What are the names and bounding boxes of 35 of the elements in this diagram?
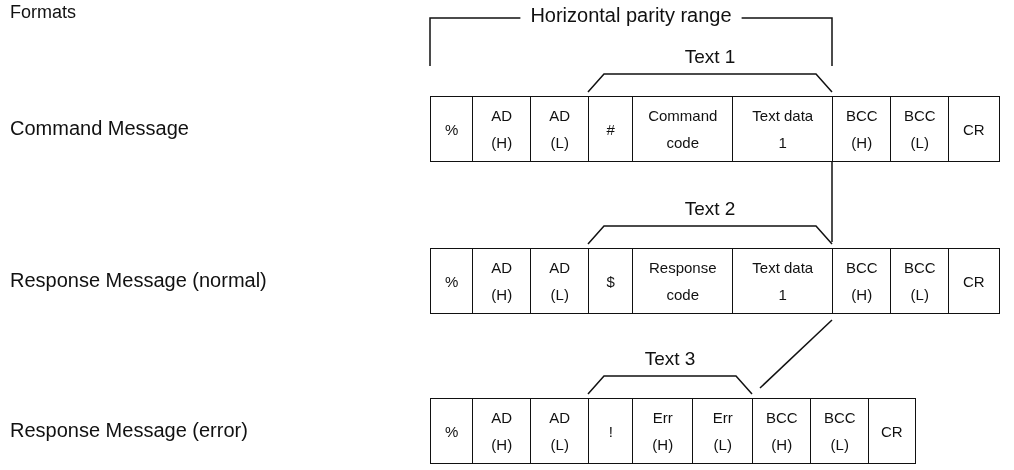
frame-field: BCC (H) [832, 248, 892, 314]
frame-field: $ [588, 248, 634, 314]
frame-field: BCC (H) [832, 96, 892, 162]
bracket-label: Text 2 [684, 198, 736, 220]
frame-field: % [430, 398, 474, 464]
frame-field: CR [868, 398, 916, 464]
frame-field: Text data 1 [732, 96, 834, 162]
frame-field: CR [948, 248, 1000, 314]
frame-field: Response code [632, 248, 734, 314]
frame-field: AD (H) [472, 248, 532, 314]
message-name: Response Message (error) [10, 419, 248, 442]
bracket-label: Horizontal parity range [530, 4, 732, 27]
frame-field: BCC (L) [890, 96, 950, 162]
frame-field: AD (L) [530, 248, 590, 314]
frame-field: BCC (L) [890, 248, 950, 314]
frame-field: % [430, 96, 474, 162]
frame-field: Text data 1 [732, 248, 834, 314]
frame-field: AD (H) [472, 96, 532, 162]
frame-field: AD (L) [530, 398, 590, 464]
frame-field: # [588, 96, 634, 162]
bracket-label: Text 1 [684, 46, 736, 68]
bracket-label: Text 3 [644, 348, 696, 370]
frame-field: ! [588, 398, 634, 464]
heading: Formats [10, 2, 76, 23]
message-name: Command Message [10, 117, 189, 140]
frame-field: BCC (L) [810, 398, 870, 464]
frame-field: AD (L) [530, 96, 590, 162]
frame-field: Command code [632, 96, 734, 162]
frame-field: BCC (H) [752, 398, 812, 464]
message-name: Response Message (normal) [10, 269, 267, 292]
frame-field: % [430, 248, 474, 314]
frame-field: Err (L) [692, 398, 754, 464]
frame-field: CR [948, 96, 1000, 162]
frame-field: AD (H) [472, 398, 532, 464]
frame-field: Err (H) [632, 398, 694, 464]
